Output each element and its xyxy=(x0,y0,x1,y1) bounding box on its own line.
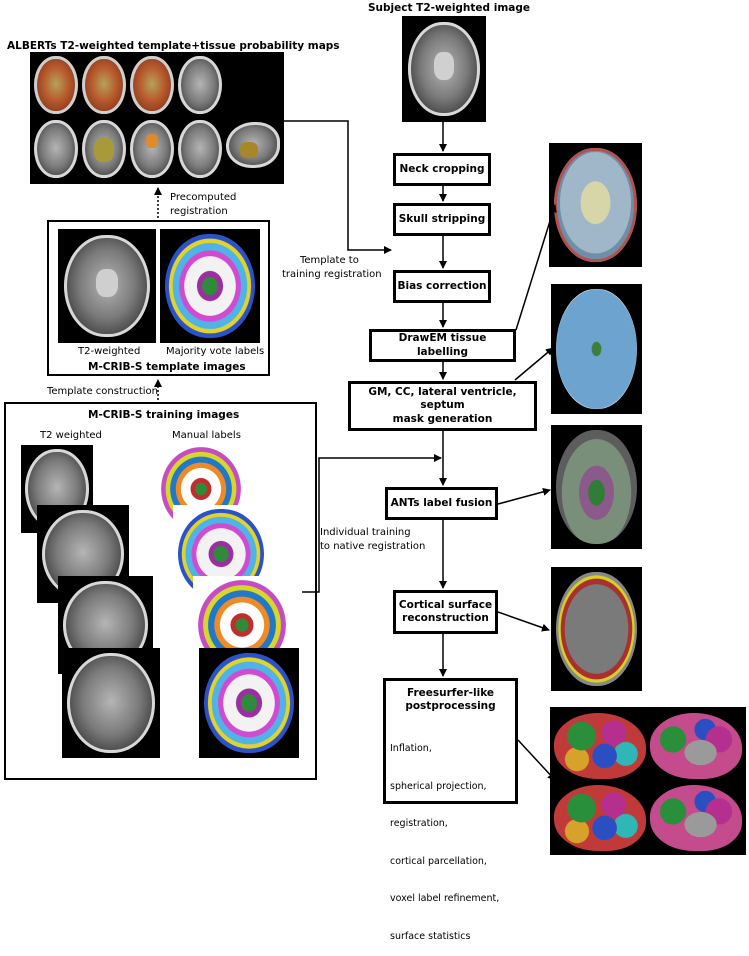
output-mask-image xyxy=(551,284,642,414)
mcribs-template-title: M-CRIB-S template images xyxy=(88,361,246,373)
step-bias-correction: Bias correction xyxy=(393,270,491,303)
training-title: M-CRIB-S training images xyxy=(88,409,240,421)
training-t2-label: T2 weighted xyxy=(40,430,102,441)
postprocessing-item: cortical parcellation, xyxy=(390,855,487,867)
step-neck-cropping: Neck cropping xyxy=(393,153,491,186)
individual-training-label: Individual training xyxy=(320,527,411,538)
subject-t2-image xyxy=(402,16,486,122)
postprocessing-item: voxel label refinement, xyxy=(390,893,500,904)
individual-training-label-2: to native registration xyxy=(320,541,426,552)
training-t2-image-4 xyxy=(62,648,160,758)
precomputed-registration-label-2: registration xyxy=(170,206,228,217)
output-ants-label-image xyxy=(551,425,642,549)
albert-template-images xyxy=(30,52,284,184)
postprocessing-item: registration, xyxy=(390,818,448,829)
template-construction-label: Template construction xyxy=(47,386,158,397)
postprocessing-list: Inflation, spherical projection, registr… xyxy=(390,718,499,956)
postprocessing-item: spherical projection, xyxy=(390,780,487,792)
mcribs-template-t2-label: T2-weighted xyxy=(78,346,141,357)
mcribs-template-t2-image xyxy=(58,229,156,343)
subject-title: Subject T2-weighted image xyxy=(368,2,530,14)
precomputed-registration-label: Precomputed xyxy=(170,192,237,203)
postprocessing-item: Inflation, xyxy=(390,743,432,754)
template-to-training-label: Template to xyxy=(300,255,359,266)
template-title: ALBERTs T2-weighted template+tissue prob… xyxy=(7,40,340,52)
output-cortical-surface-image xyxy=(551,567,642,691)
output-surface-parcellation-image xyxy=(550,707,746,855)
postprocessing-item: surface statistics xyxy=(390,930,471,942)
step-ants-label-fusion: ANTs label fusion xyxy=(385,487,498,520)
template-to-training-label-2: training registration xyxy=(282,269,382,280)
step-skull-stripping: Skull stripping xyxy=(393,203,491,236)
output-drawem-tissue-image xyxy=(549,143,642,267)
training-manual-label: Manual labels xyxy=(172,430,241,441)
step-drawem-tissue-labelling: DrawEM tissue labelling xyxy=(369,329,516,362)
mcribs-template-labels-label: Majority vote labels xyxy=(166,346,265,357)
mcribs-template-labels-image xyxy=(160,229,260,343)
training-labels-image-4 xyxy=(199,648,299,758)
